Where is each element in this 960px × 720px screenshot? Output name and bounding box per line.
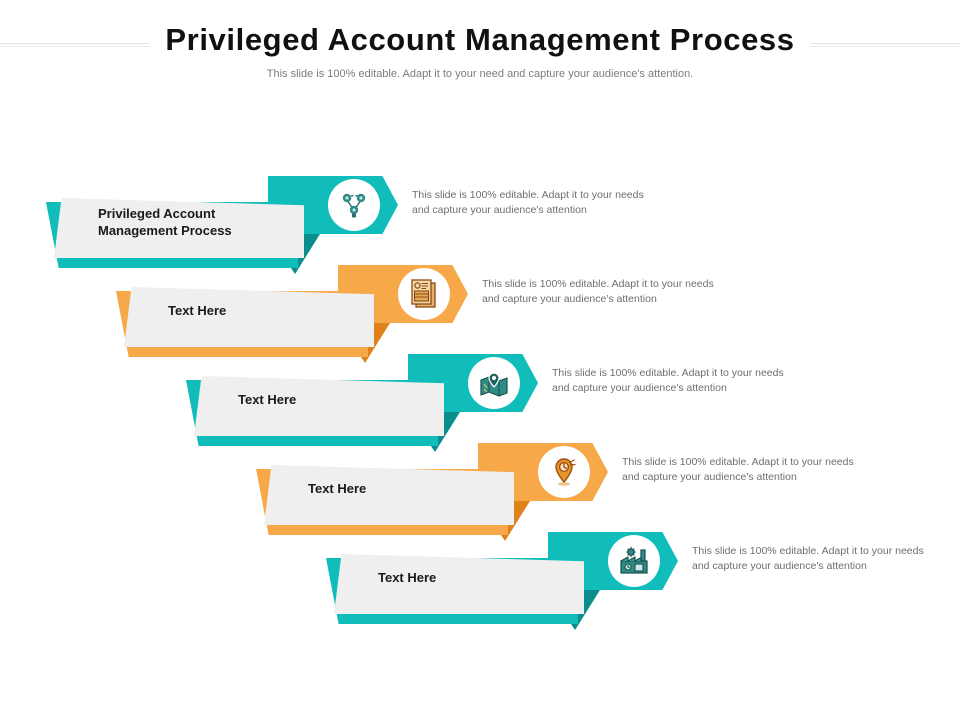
page-subtitle: This slide is 100% editable. Adapt it to… (266, 68, 694, 80)
map-location-icon (468, 357, 520, 409)
row-label: Text Here (168, 303, 227, 318)
title-rule-right (810, 43, 960, 44)
title-rule-left (0, 43, 150, 44)
page-title: Privileged Account Management Process (165, 22, 795, 57)
id-card-document-icon (398, 268, 450, 320)
label-plate (334, 554, 584, 614)
row-label: Text Here (308, 481, 367, 496)
row-description: This slide is 100% editable. Adapt it to… (412, 189, 644, 217)
row-description: This slide is 100% editable. Adapt it to… (622, 456, 854, 484)
factory-industry-icon (608, 535, 660, 587)
row-label: Text Here (378, 570, 437, 585)
row-label: Privileged Account Management Process (98, 206, 232, 238)
network-nodes-icon (328, 179, 380, 231)
slide-header: Privileged Account Management Process Th… (0, 0, 960, 110)
label-plate (264, 465, 514, 525)
label-plate (54, 198, 304, 258)
row-description: This slide is 100% editable. Adapt it to… (692, 545, 924, 573)
row-description: This slide is 100% editable. Adapt it to… (552, 367, 784, 395)
label-plate (194, 376, 444, 436)
label-plate (124, 287, 374, 347)
location-pin-icon (538, 446, 590, 498)
row-description: This slide is 100% editable. Adapt it to… (482, 278, 714, 306)
row-label: Text Here (238, 392, 297, 407)
